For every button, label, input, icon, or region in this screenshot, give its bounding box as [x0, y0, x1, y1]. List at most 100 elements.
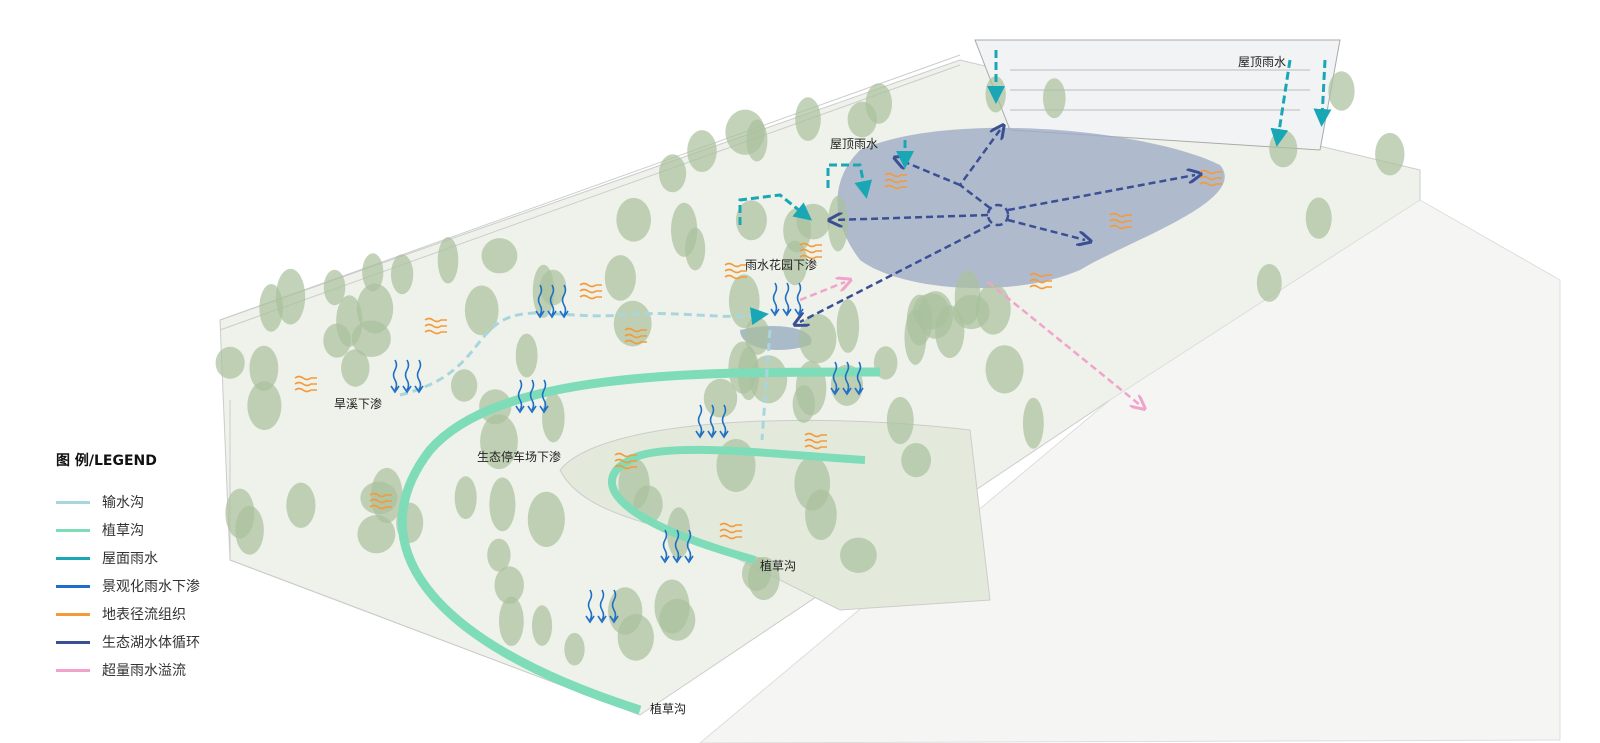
- runoff-arrow: [579, 282, 602, 288]
- tree: [259, 283, 283, 332]
- legend-swatch: [56, 528, 90, 532]
- infiltration-arrow: [794, 282, 804, 317]
- tree: [827, 195, 848, 252]
- runoff-arrow: [614, 458, 637, 464]
- infiltration-arrow: [660, 529, 670, 564]
- tree: [671, 202, 698, 257]
- tree: [836, 299, 860, 353]
- runoff-arrow: [424, 317, 447, 323]
- tree: [728, 274, 760, 329]
- roof-rain-arrows: [738, 50, 1332, 225]
- label-swale-inner: 植草沟: [760, 559, 797, 573]
- legend-swatch: [56, 612, 90, 616]
- infiltration-arrow: [672, 529, 682, 564]
- tree: [1328, 71, 1355, 111]
- legend: 图 例/LEGEND 输水沟植草沟屋面雨水景观化雨水下渗地表径流组织生态湖水体循…: [56, 450, 200, 684]
- tree: [275, 268, 306, 325]
- tree: [805, 489, 837, 541]
- runoff-arrow: [724, 268, 747, 274]
- tree: [985, 345, 1024, 394]
- tree: [356, 283, 394, 334]
- label-rain-garden: 雨水花园下渗: [745, 258, 818, 272]
- runoff-arrow: [369, 498, 392, 504]
- tree: [1022, 397, 1044, 449]
- infiltration-arrow: [707, 404, 717, 439]
- tree: [362, 253, 384, 292]
- tree: [703, 378, 738, 418]
- legend-item: 地表径流组织: [56, 600, 200, 628]
- label-eco-parking: 生态停车场下渗: [477, 450, 562, 464]
- tree: [215, 346, 245, 379]
- legend-items: 输水沟植草沟屋面雨水景观化雨水下渗地表径流组织生态湖水体循环超量雨水溢流: [56, 488, 200, 684]
- infiltration-arrows: [390, 282, 864, 624]
- tree: [531, 605, 553, 646]
- legend-label: 生态湖水体循环: [102, 635, 200, 651]
- runoff-arrow: [579, 288, 602, 294]
- runoff-arrow: [294, 375, 317, 381]
- runoff-arrow: [1199, 175, 1222, 181]
- infiltration-arrow: [539, 379, 549, 414]
- infiltration-arrow: [535, 284, 545, 319]
- tree: [1375, 132, 1405, 176]
- tree: [617, 613, 654, 661]
- label-roof-rain-pavilion: 屋顶雨水: [830, 137, 879, 151]
- runoff-arrow: [804, 438, 827, 444]
- tree: [564, 632, 585, 666]
- infiltration-arrow: [402, 359, 412, 394]
- runoff-arrow: [1109, 218, 1132, 224]
- legend-label: 超量雨水溢流: [102, 663, 186, 679]
- tree: [798, 313, 837, 364]
- runoff-arrow: [719, 534, 742, 540]
- tree: [1305, 197, 1332, 239]
- tree: [489, 477, 516, 532]
- runoff-arrow: [719, 522, 742, 528]
- runoff-arrow: [1109, 224, 1132, 230]
- legend-item: 植草沟: [56, 516, 200, 544]
- runoff-arrow: [1199, 169, 1222, 175]
- runoff-arrow: [884, 184, 907, 190]
- legend-swatch: [56, 584, 90, 588]
- tree: [886, 396, 914, 445]
- tree: [847, 101, 877, 138]
- tree: [323, 269, 346, 306]
- infiltration-arrow: [390, 359, 400, 394]
- runoff-arrow: [724, 274, 747, 280]
- infiltration-arrow: [547, 284, 557, 319]
- legend-item: 景观化雨水下渗: [56, 572, 200, 600]
- runoff-arrow: [724, 262, 747, 268]
- runoff-arrow: [579, 294, 602, 300]
- tree: [498, 596, 524, 646]
- tree: [542, 393, 565, 443]
- overflow-flow: [799, 282, 1140, 405]
- infiltration-arrow: [414, 359, 424, 394]
- runoff-arrow: [884, 178, 907, 184]
- runoff-arrow: [1029, 284, 1052, 290]
- infiltration-arrow: [684, 529, 694, 564]
- legend-item: 超量雨水溢流: [56, 656, 200, 684]
- lake-circulation: [800, 130, 1195, 322]
- runoff-arrow: [799, 248, 822, 254]
- tree: [323, 323, 351, 358]
- runoff-arrow: [614, 452, 637, 458]
- runoff-arrow: [294, 381, 317, 387]
- infiltration-arrow: [597, 589, 607, 624]
- runoff-arrow: [424, 323, 447, 329]
- runoff-arrow: [424, 329, 447, 335]
- legend-label: 景观化雨水下渗: [102, 579, 200, 595]
- infiltration-arrow: [695, 404, 705, 439]
- infiltration-arrow: [609, 589, 619, 624]
- tree: [839, 537, 877, 573]
- tree: [341, 349, 370, 387]
- tree: [749, 355, 788, 404]
- runoff-arrow: [1109, 212, 1132, 218]
- runoff-arrow: [624, 327, 647, 333]
- tree: [741, 556, 771, 591]
- runoff-arrow: [799, 254, 822, 260]
- legend-item: 屋面雨水: [56, 544, 200, 572]
- infiltration-arrow: [854, 361, 864, 396]
- tree: [1269, 130, 1298, 168]
- runoff-arrow: [804, 444, 827, 450]
- tree: [735, 200, 767, 241]
- runoff-arrow: [719, 528, 742, 534]
- tree: [725, 109, 765, 155]
